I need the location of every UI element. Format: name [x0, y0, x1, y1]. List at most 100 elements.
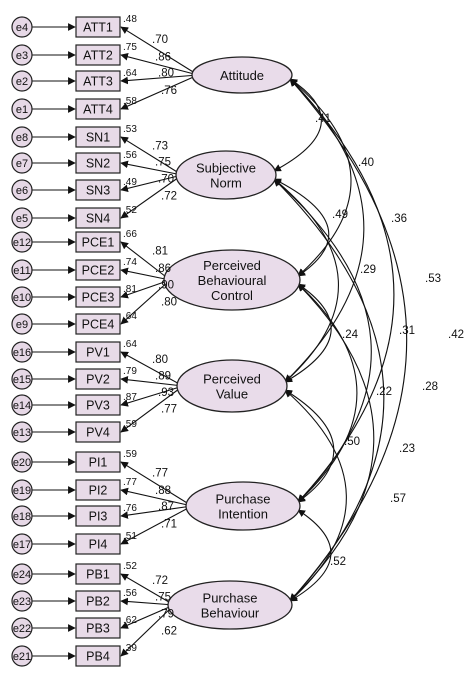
error-label: e16	[13, 347, 31, 359]
loading-label: .70	[158, 173, 174, 185]
indicator-label: PI3	[89, 510, 108, 524]
error-label: e9	[16, 319, 28, 331]
loading-label: .81	[152, 245, 168, 257]
latent-label: Purchase	[203, 591, 258, 606]
r-squared-label: .64	[123, 311, 137, 322]
covariance-label: .49	[332, 209, 348, 221]
r-squared-label: .52	[123, 561, 137, 572]
error-term: e24	[11, 563, 33, 585]
indicator-label: PV3	[86, 399, 110, 413]
loading-path	[120, 573, 175, 606]
indicator-box: ATT1	[75, 16, 121, 38]
loading-path	[120, 74, 199, 85]
covariance-curve	[273, 78, 322, 172]
r-squared-label: .58	[123, 96, 137, 107]
r-squared-label: .79	[123, 366, 137, 377]
loading-label: .86	[155, 52, 171, 64]
indicator-box: PCE3	[75, 286, 121, 308]
covariance-curve	[284, 389, 335, 503]
r-squared-label: .52	[123, 205, 137, 216]
loading-path	[120, 267, 171, 281]
error-term: e1	[11, 98, 33, 120]
error-label: e19	[13, 485, 31, 497]
covariance-label: .53	[425, 273, 441, 285]
indicator-box: PI1	[75, 451, 121, 473]
latent-label: Attitude	[220, 68, 264, 83]
r-squared-label: .81	[123, 284, 137, 295]
indicator-box: PI4	[75, 533, 121, 555]
loading-path	[120, 385, 184, 407]
indicator-box: ATT2	[75, 44, 121, 66]
covariance-curve	[297, 283, 358, 503]
error-label: e20	[13, 457, 31, 469]
r-squared-label: .64	[123, 339, 137, 350]
covariance-label: .29	[360, 264, 376, 276]
r-squared-label: .87	[123, 392, 137, 403]
loading-label: .86	[155, 263, 171, 275]
error-term: e4	[11, 16, 33, 38]
indicator-label: PB2	[86, 595, 110, 609]
indicator-box: ATT4	[75, 98, 121, 120]
error-label: e13	[13, 427, 31, 439]
latent-label: Norm	[210, 176, 242, 191]
indicator-label: PCE4	[82, 318, 115, 332]
indicator-label: PCE3	[82, 291, 115, 305]
r-squared-label: .62	[123, 615, 137, 626]
indicator-label: PI4	[89, 538, 108, 552]
error-term: e2	[11, 70, 33, 92]
error-label: e10	[13, 292, 31, 304]
indicator-box: PB2	[75, 590, 121, 612]
error-label: e12	[13, 237, 31, 249]
r-squared-label: .56	[123, 150, 137, 161]
r-squared-label: .64	[123, 68, 137, 79]
latent-label: Behavioural	[198, 273, 267, 288]
error-label: e14	[13, 400, 31, 412]
indicator-box: SN3	[75, 179, 121, 201]
loading-path	[120, 279, 171, 299]
latent-label: Intention	[218, 507, 268, 522]
latent-construct: Attitude	[191, 56, 293, 94]
error-term: e21	[11, 645, 33, 667]
r-squared-label: .74	[123, 257, 137, 268]
error-term: e18	[11, 505, 33, 527]
loading-label: .89	[155, 371, 171, 383]
error-label: e23	[13, 596, 31, 608]
indicator-box: ATT3	[75, 70, 121, 92]
error-term: e13	[11, 421, 33, 443]
loading-path	[120, 375, 184, 387]
loading-path	[120, 174, 183, 219]
error-label: e11	[13, 265, 31, 277]
indicator-box: SN1	[75, 126, 121, 148]
indicator-box: SN2	[75, 152, 121, 174]
r-squared-label: .56	[123, 588, 137, 599]
loading-path	[120, 487, 193, 507]
error-term: e9	[11, 313, 33, 335]
indicator-label: PV1	[86, 346, 110, 360]
loading-label: .76	[161, 85, 177, 97]
loading-path	[120, 241, 171, 281]
error-label: e24	[13, 569, 31, 581]
loading-path	[120, 461, 193, 507]
error-label: e7	[16, 158, 28, 170]
loading-path	[120, 26, 199, 76]
r-squared-label: .53	[123, 124, 137, 135]
loading-path	[120, 74, 199, 110]
loading-label: .73	[152, 140, 168, 152]
loading-label: .72	[161, 191, 177, 203]
error-term: e16	[11, 341, 33, 363]
indicator-label: PB3	[86, 622, 110, 636]
error-label: e22	[13, 623, 31, 635]
loading-label: .75	[155, 592, 171, 604]
latent-label: Value	[216, 387, 248, 402]
covariance-label: .41	[315, 113, 331, 125]
indicator-box: PV2	[75, 368, 121, 390]
indicator-label: ATT3	[83, 75, 113, 89]
error-term: e3	[11, 44, 33, 66]
r-squared-label: .76	[123, 503, 137, 514]
error-label: e21	[13, 651, 31, 663]
covariance-curve	[284, 283, 332, 383]
error-term: e19	[11, 479, 33, 501]
